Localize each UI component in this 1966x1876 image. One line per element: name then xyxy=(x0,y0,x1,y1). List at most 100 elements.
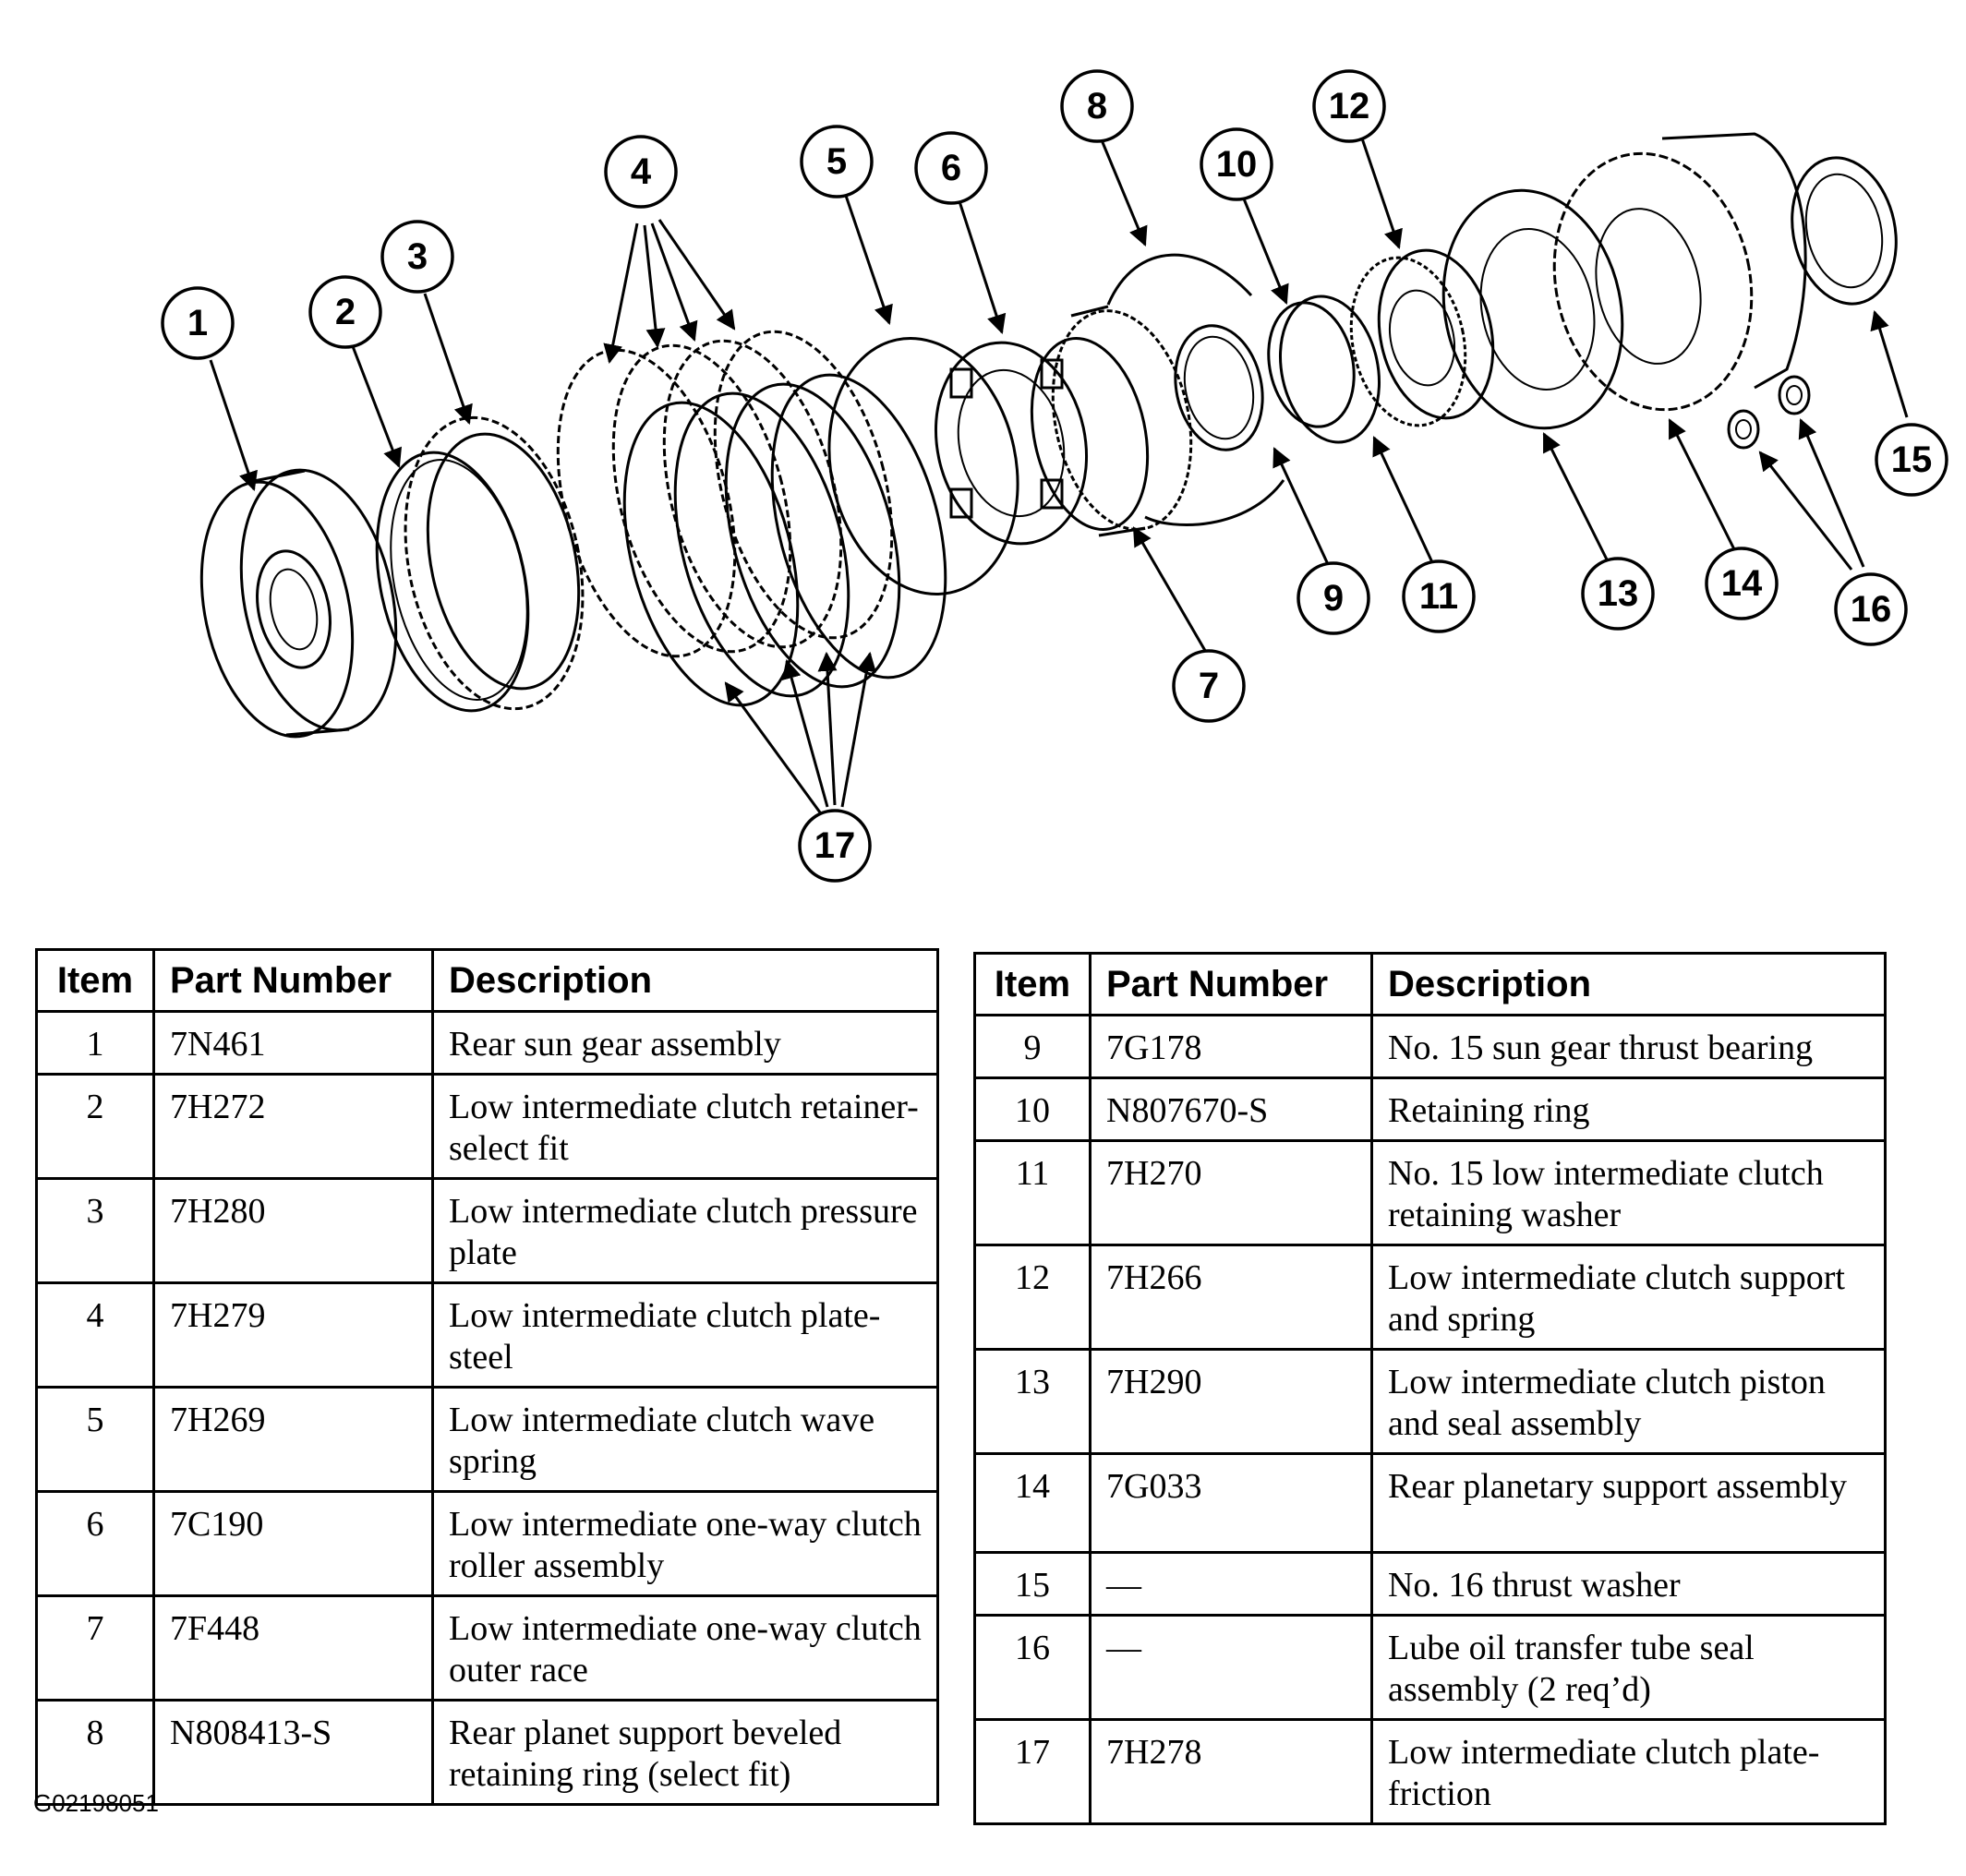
cell-description: Low intermediate clutch wave spring xyxy=(431,1386,939,1493)
cell-part-number: 7H278 xyxy=(1089,1718,1373,1825)
part-16-seal-assemblies xyxy=(1727,375,1811,450)
cell-item: 6 xyxy=(35,1490,155,1597)
svg-text:7: 7 xyxy=(1199,666,1219,706)
cell-part-number: 7H270 xyxy=(1089,1139,1373,1246)
cell-item: 12 xyxy=(973,1244,1092,1351)
table-row: 15—No. 16 thrust washer xyxy=(973,1551,1887,1617)
svg-text:12: 12 xyxy=(1329,86,1370,126)
header-item: Item xyxy=(973,952,1092,1016)
cell-description: Low intermediate one-way clutch roller a… xyxy=(431,1490,939,1597)
part-5-wave-spring xyxy=(827,336,1019,596)
leader-lines xyxy=(209,135,1909,813)
svg-text:15: 15 xyxy=(1891,439,1933,480)
callout-4: 4 xyxy=(604,135,678,209)
cell-description: No. 15 sun gear thrust bearing xyxy=(1370,1014,1887,1079)
part-6-roller-assembly xyxy=(934,341,1089,546)
callout-3: 3 xyxy=(380,220,454,294)
header-description: Description xyxy=(1370,952,1887,1016)
header-description: Description xyxy=(431,948,939,1013)
part-2-clutch-retainer xyxy=(375,451,530,713)
part-13-piston xyxy=(1441,188,1624,430)
svg-text:3: 3 xyxy=(407,236,428,277)
cell-part-number: 7C190 xyxy=(152,1490,434,1597)
cell-item: 17 xyxy=(973,1718,1092,1825)
callout-14: 14 xyxy=(1705,547,1779,620)
cell-description: Low intermediate clutch pressure plate xyxy=(431,1177,939,1284)
exploded-view-diagram: 1 2 3 4 5 6 7 8 9 10 11 12 13 14 15 16 1… xyxy=(161,69,1948,883)
part-12-clutch-support xyxy=(1349,248,1495,427)
cell-description: No. 16 thrust washer xyxy=(1370,1551,1887,1617)
svg-text:2: 2 xyxy=(335,292,356,332)
callout-10: 10 xyxy=(1200,127,1273,201)
callout-9: 9 xyxy=(1297,561,1370,635)
cell-description: No. 15 low intermediate clutch retaining… xyxy=(1370,1139,1887,1246)
cell-description: Rear sun gear assembly xyxy=(431,1010,939,1076)
part-3-pressure-plate xyxy=(404,415,585,711)
cell-description: Low intermediate clutch retainer-select … xyxy=(431,1073,939,1180)
cell-part-number: N807670-S xyxy=(1089,1076,1373,1142)
cell-item: 9 xyxy=(973,1014,1092,1079)
cell-part-number: 7N461 xyxy=(152,1010,434,1076)
part-9-thrust-bearing xyxy=(1174,324,1264,451)
cell-item: 1 xyxy=(35,1010,155,1076)
header-part-number: Part Number xyxy=(152,948,434,1013)
svg-text:11: 11 xyxy=(1419,576,1458,617)
cell-item: 11 xyxy=(973,1139,1092,1246)
callout-11: 11 xyxy=(1402,559,1476,633)
cell-description: Lube oil transfer tube seal assembly (2 … xyxy=(1370,1614,1887,1721)
callout-13: 13 xyxy=(1581,557,1655,631)
svg-text:6: 6 xyxy=(941,148,961,188)
cell-item: 7 xyxy=(35,1594,155,1702)
header-part-number: Part Number xyxy=(1089,952,1373,1016)
cell-item: 13 xyxy=(973,1348,1092,1455)
cell-description: Low intermediate clutch plate-steel xyxy=(431,1281,939,1389)
cell-part-number: — xyxy=(1089,1551,1373,1617)
callout-5: 5 xyxy=(800,125,874,198)
callout-1: 1 xyxy=(161,286,235,360)
cell-item: 8 xyxy=(35,1699,155,1806)
cell-description: Retaining ring xyxy=(1370,1076,1887,1142)
cell-item: 16 xyxy=(973,1614,1092,1721)
svg-text:10: 10 xyxy=(1216,144,1258,185)
table-header-row: Item Part Number Description xyxy=(35,948,939,1013)
cell-item: 2 xyxy=(35,1073,155,1180)
cell-part-number: 7H279 xyxy=(152,1281,434,1389)
svg-text:14: 14 xyxy=(1721,563,1763,604)
part-15-thrust-washer xyxy=(1791,156,1898,306)
callout-8: 8 xyxy=(1060,69,1134,143)
svg-text:17: 17 xyxy=(814,825,856,866)
cell-part-number: 7H280 xyxy=(152,1177,434,1284)
svg-text:16: 16 xyxy=(1851,589,1892,630)
callout-6: 6 xyxy=(914,131,988,205)
cell-part-number: 7G033 xyxy=(1089,1452,1373,1554)
callout-7: 7 xyxy=(1172,649,1246,723)
cell-part-number: 7F448 xyxy=(152,1594,434,1702)
cell-item: 10 xyxy=(973,1076,1092,1142)
cell-description: Rear planetary support assembly xyxy=(1370,1452,1887,1554)
part-10-retaining-ring xyxy=(1267,301,1356,428)
part-14-planetary-support xyxy=(1552,132,1807,412)
callout-2: 2 xyxy=(308,275,382,349)
figure-id: G02198051 xyxy=(33,1789,159,1817)
cell-item: 5 xyxy=(35,1386,155,1493)
cell-part-number: N808413-S xyxy=(152,1699,434,1806)
svg-text:4: 4 xyxy=(631,151,652,192)
cell-part-number: — xyxy=(1089,1614,1373,1721)
cell-description: Low intermediate clutch plate-friction xyxy=(1370,1718,1887,1825)
cell-part-number: 7H269 xyxy=(152,1386,434,1493)
cell-part-number: 7G178 xyxy=(1089,1014,1373,1079)
cell-description: Low intermediate one-way clutch outer ra… xyxy=(431,1594,939,1702)
